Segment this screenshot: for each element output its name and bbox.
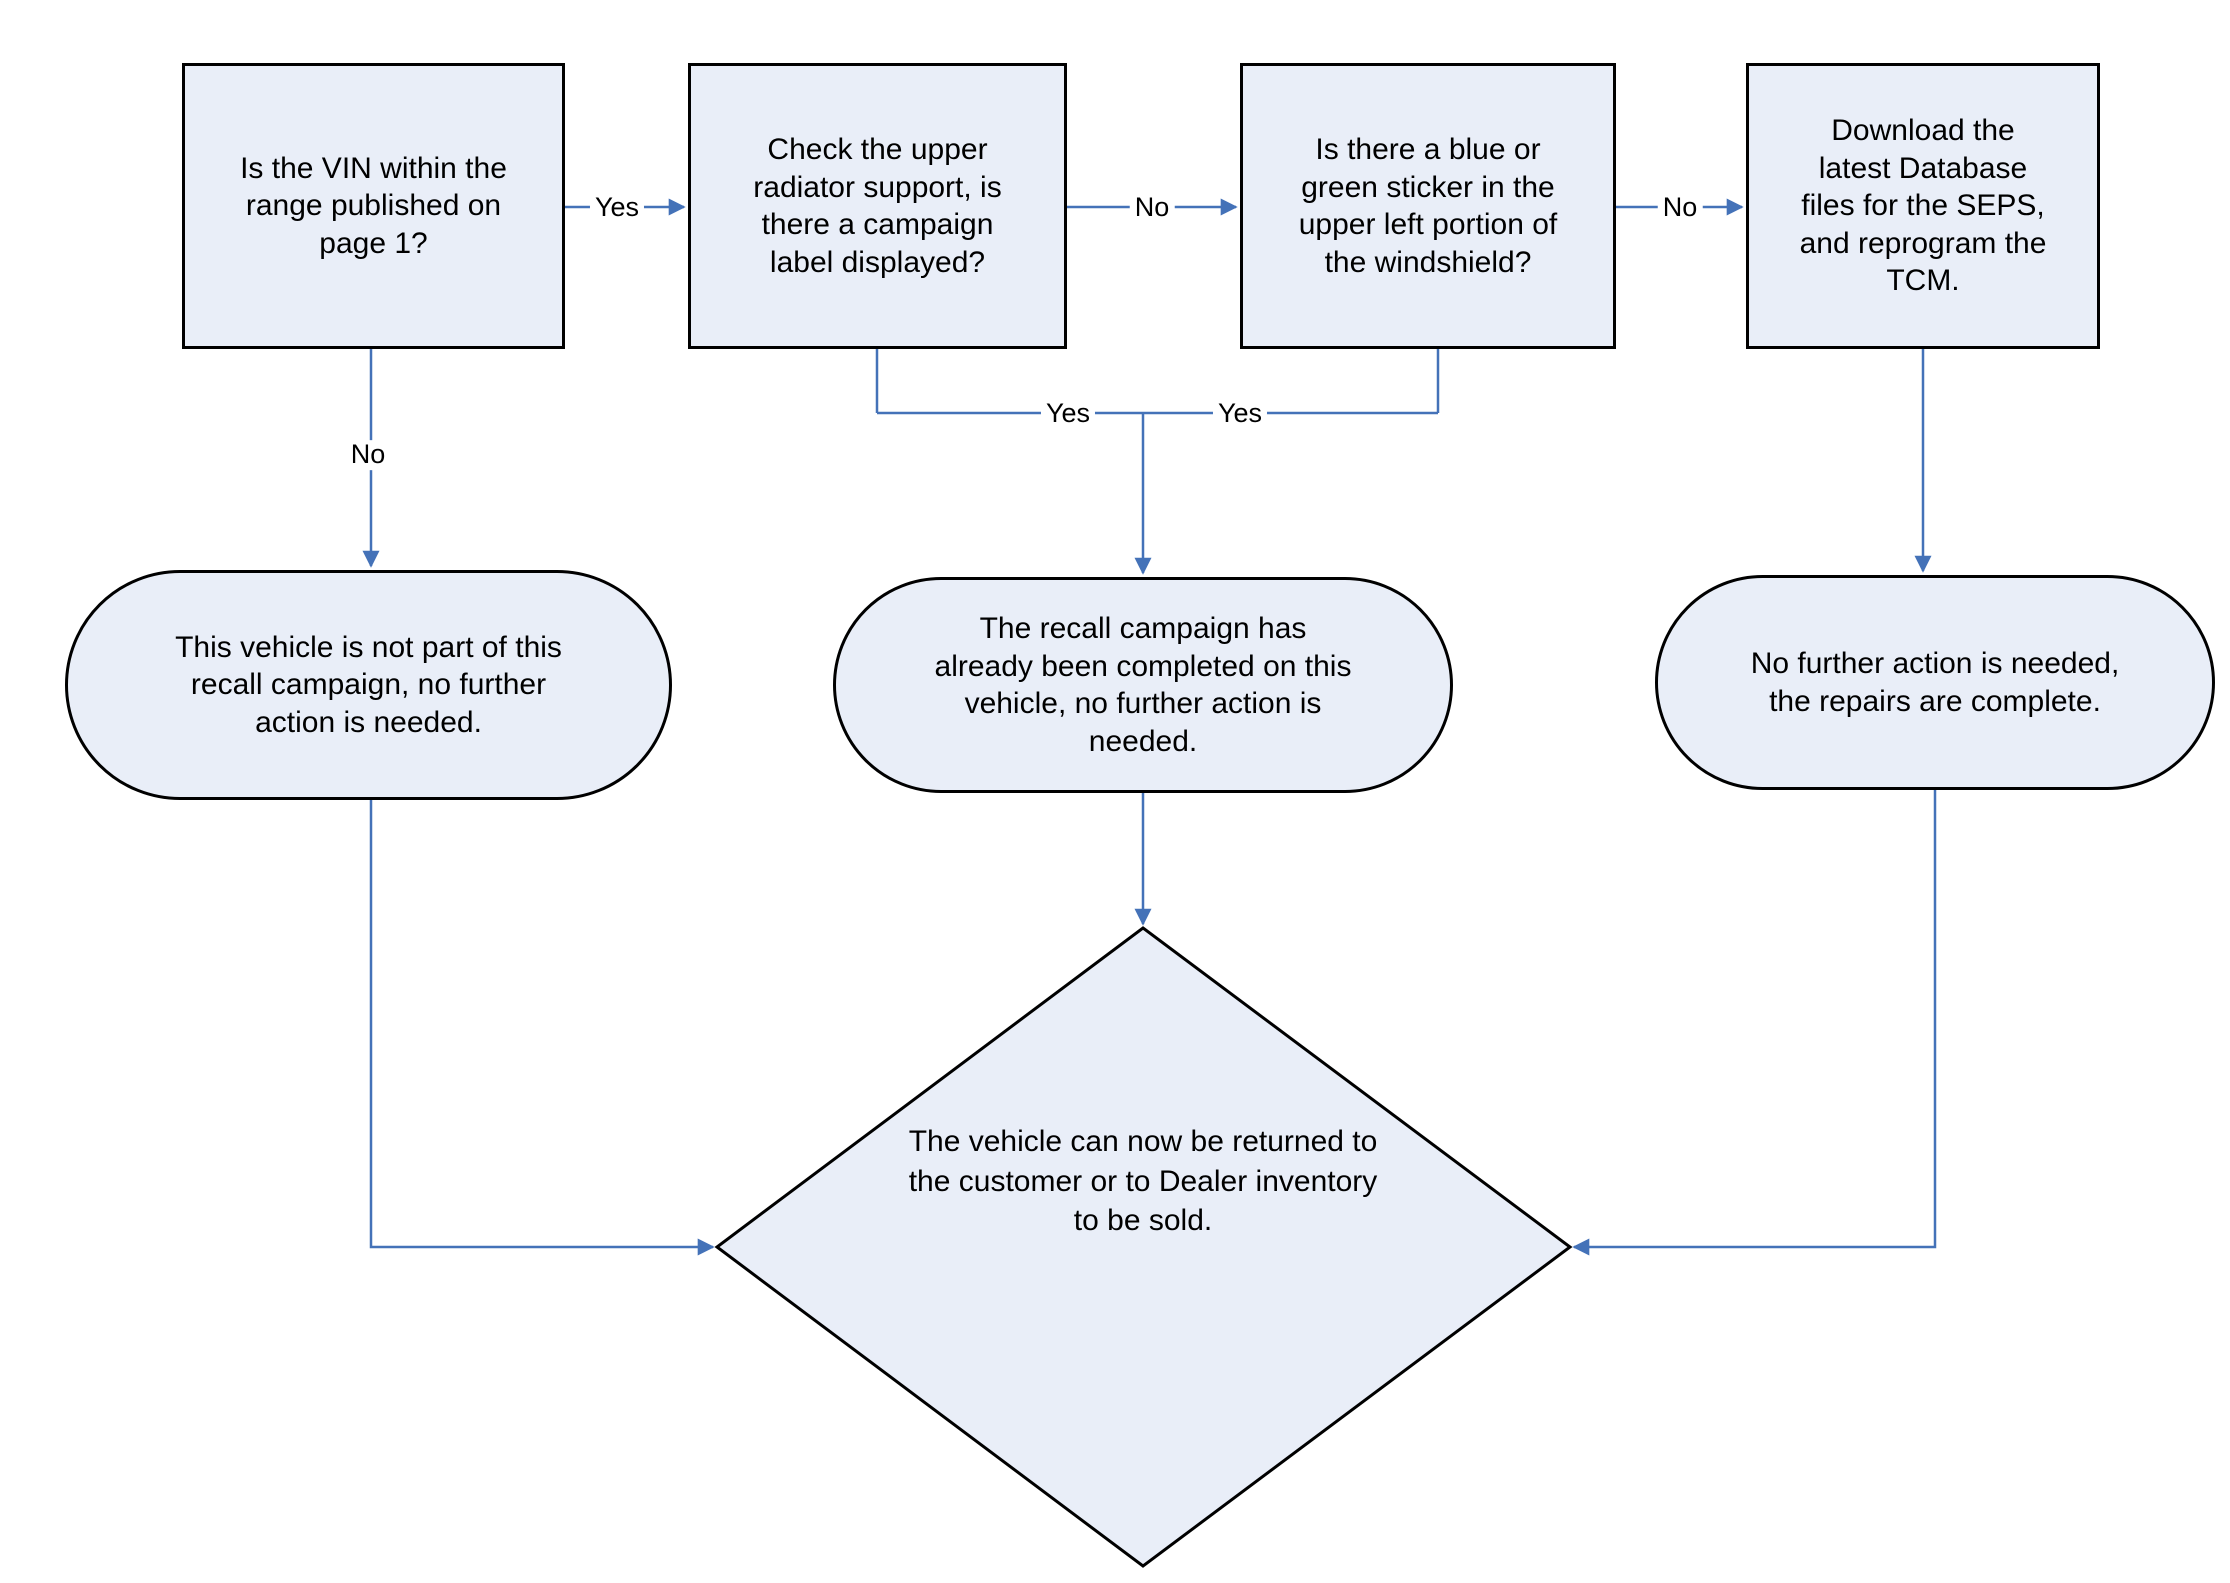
edge-yes-join-lines: [875, 349, 1440, 415]
node-windshield-sticker: Is there a blue or green sticker in the …: [1240, 63, 1616, 349]
edge-label-no-2: No: [1657, 192, 1703, 223]
decision-node-text: The vehicle can now be returned to the c…: [908, 1125, 1378, 1238]
node-already-completed-text: The recall campaign has already been com…: [934, 612, 1352, 758]
edge-notpart-to-diamond: [369, 800, 715, 1256]
edge-label-no-1: No: [1129, 192, 1175, 223]
node-download-database: Download the latest Database files for t…: [1746, 63, 2100, 349]
node-vin-range: Is the VIN within the range published on…: [182, 63, 565, 349]
edge-label-yes-join-left: Yes: [1040, 398, 1096, 429]
decision-node-shape: [714, 926, 1573, 1568]
node-already-completed: The recall campaign has already been com…: [833, 577, 1453, 793]
node-windshield-sticker-text: Is there a blue or green sticker in the …: [1298, 133, 1558, 279]
node-not-part-of-recall-text: This vehicle is not part of this recall …: [175, 630, 562, 739]
edge-repairs-to-diamond: [1572, 790, 1937, 1256]
node-campaign-label: Check the upper radiator support, is the…: [688, 63, 1067, 349]
node-repairs-complete-text: No further action is needed, the repairs…: [1750, 647, 2120, 718]
node-not-part-of-recall: This vehicle is not part of this recall …: [65, 570, 672, 800]
node-download-database-text: Download the latest Database files for t…: [1799, 114, 2047, 298]
node-campaign-label-text: Check the upper radiator support, is the…: [753, 133, 1002, 279]
edge-label-yes-join-right: Yes: [1212, 398, 1268, 429]
edge-label-no-down: No: [345, 439, 391, 470]
edge-label-yes-1: Yes: [589, 192, 645, 223]
node-vin-range-text: Is the VIN within the range published on…: [240, 151, 507, 260]
node-repairs-complete: No further action is needed, the repairs…: [1655, 575, 2215, 790]
